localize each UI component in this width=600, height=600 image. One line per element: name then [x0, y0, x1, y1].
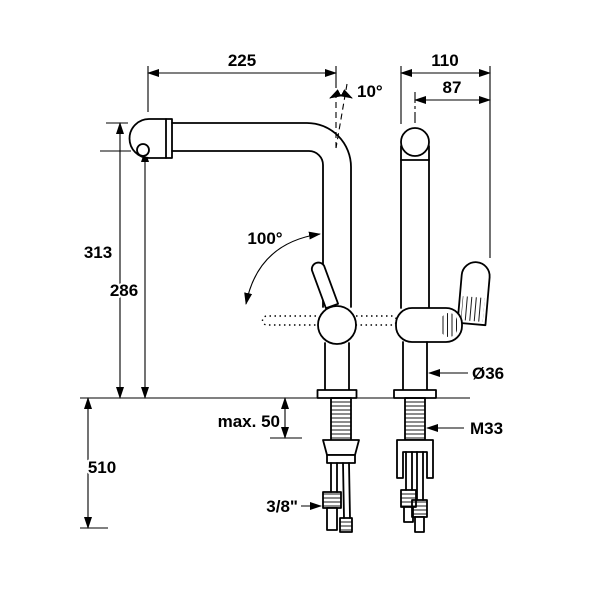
hose	[342, 462, 345, 519]
mounting-bracket	[396, 439, 434, 479]
label-length-below: 510	[88, 458, 116, 477]
aerator	[136, 143, 150, 157]
label-height-top: 313	[84, 243, 112, 262]
spout-inner-edge	[171, 150, 324, 308]
dim-spout-tilt	[329, 82, 353, 149]
hose	[348, 462, 351, 519]
label-hose-connection: 3/8"	[266, 497, 298, 516]
joint-ball	[317, 305, 357, 345]
dimension-lines	[80, 66, 491, 529]
joint-housing-hatch	[441, 313, 457, 337]
dim-height-underside	[100, 150, 149, 399]
lever-grip-hatch	[460, 296, 485, 322]
hose-connector	[411, 499, 428, 518]
side-view	[393, 127, 491, 533]
washer	[326, 454, 356, 464]
label-depth-overall: 110	[431, 51, 458, 70]
label-height-underside: 286	[110, 281, 138, 300]
base-flange	[316, 389, 358, 399]
hose-connector-tube	[414, 516, 425, 533]
label-mounting-thread: M33	[470, 419, 503, 438]
dim-length-below	[80, 397, 108, 529]
label-lever-swing: 100°	[247, 229, 282, 248]
dim-spout-reach	[147, 66, 337, 112]
label-depth-lever: 87	[443, 78, 462, 97]
dimension-labels: 225 10° 110 87 313 286 100° 510 max. 50 …	[82, 49, 506, 518]
label-deck-thickness: max. 50	[218, 412, 280, 431]
dim-depth-lever	[414, 92, 491, 126]
threaded-shank	[330, 397, 352, 443]
label-spout-tilt: 10°	[357, 82, 383, 101]
dim-lever-swing	[244, 231, 398, 326]
hose-connector	[322, 491, 342, 509]
spout-outer-edge	[171, 122, 352, 308]
label-spout-reach: 225	[228, 51, 256, 70]
threaded-shank-side	[404, 397, 426, 441]
mounting-nut	[322, 439, 360, 456]
label-body-diameter: Ø36	[472, 364, 504, 383]
hose-end-fitting	[339, 517, 353, 533]
dim-height-top	[106, 122, 128, 399]
dim-deck-thickness	[270, 397, 302, 439]
front-view	[128, 118, 360, 533]
base-flange-side	[393, 389, 437, 399]
lever-side	[456, 261, 491, 327]
body-top-dome	[400, 127, 430, 157]
lever-handle	[310, 261, 339, 310]
hose-connector-tube	[326, 507, 338, 531]
